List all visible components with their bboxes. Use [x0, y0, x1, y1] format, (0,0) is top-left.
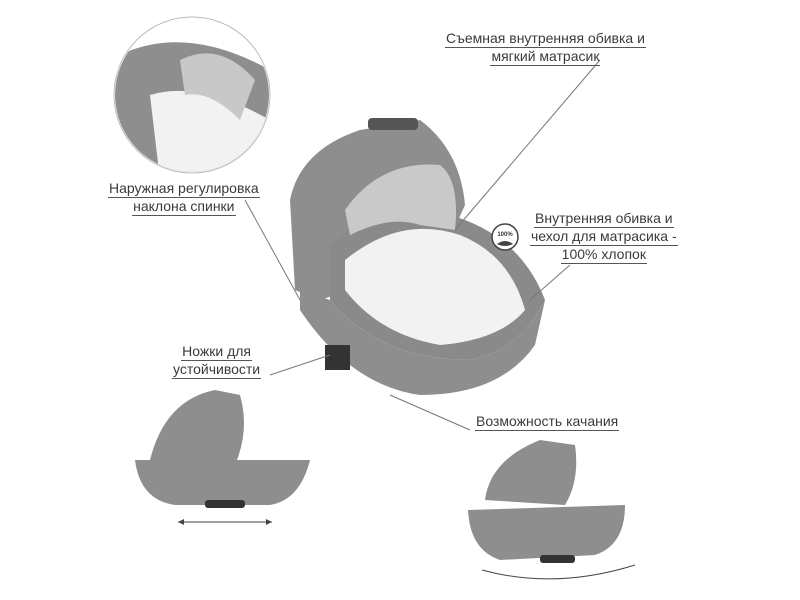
label-rocking: Возможность качания	[475, 413, 620, 431]
svg-text:100%: 100%	[497, 232, 513, 238]
main-bassinet	[290, 118, 545, 395]
label-cotton: Внутренняя обивка и чехол для матрасика …	[530, 210, 678, 264]
label-line: Внутренняя обивка и	[534, 210, 674, 228]
label-line: чехол для матрасика -	[530, 228, 678, 246]
leader-lines	[244, 59, 601, 431]
label-removable-lining: Съемная внутренняя обивка и мягкий матра…	[445, 30, 646, 66]
label-backrest: Наружная регулировка наклона спинки	[108, 180, 260, 216]
label-line: мягкий матрасик	[490, 48, 601, 66]
label-line: 100% хлопок	[560, 246, 647, 264]
bassinet-right-view	[468, 440, 636, 580]
cotton-flower-icon: 100%	[491, 223, 519, 251]
bassinet-left-view	[135, 390, 310, 525]
label-line: Съемная внутренняя обивка и	[445, 30, 646, 48]
label-line: наклона спинки	[132, 198, 236, 216]
detail-circle	[113, 16, 271, 174]
label-line: Возможность качания	[475, 413, 620, 431]
label-line: Ножки для	[181, 343, 252, 361]
label-line: устойчивости	[172, 361, 262, 379]
label-legs: Ножки для устойчивости	[172, 343, 262, 379]
label-line: Наружная регулировка	[108, 180, 260, 198]
